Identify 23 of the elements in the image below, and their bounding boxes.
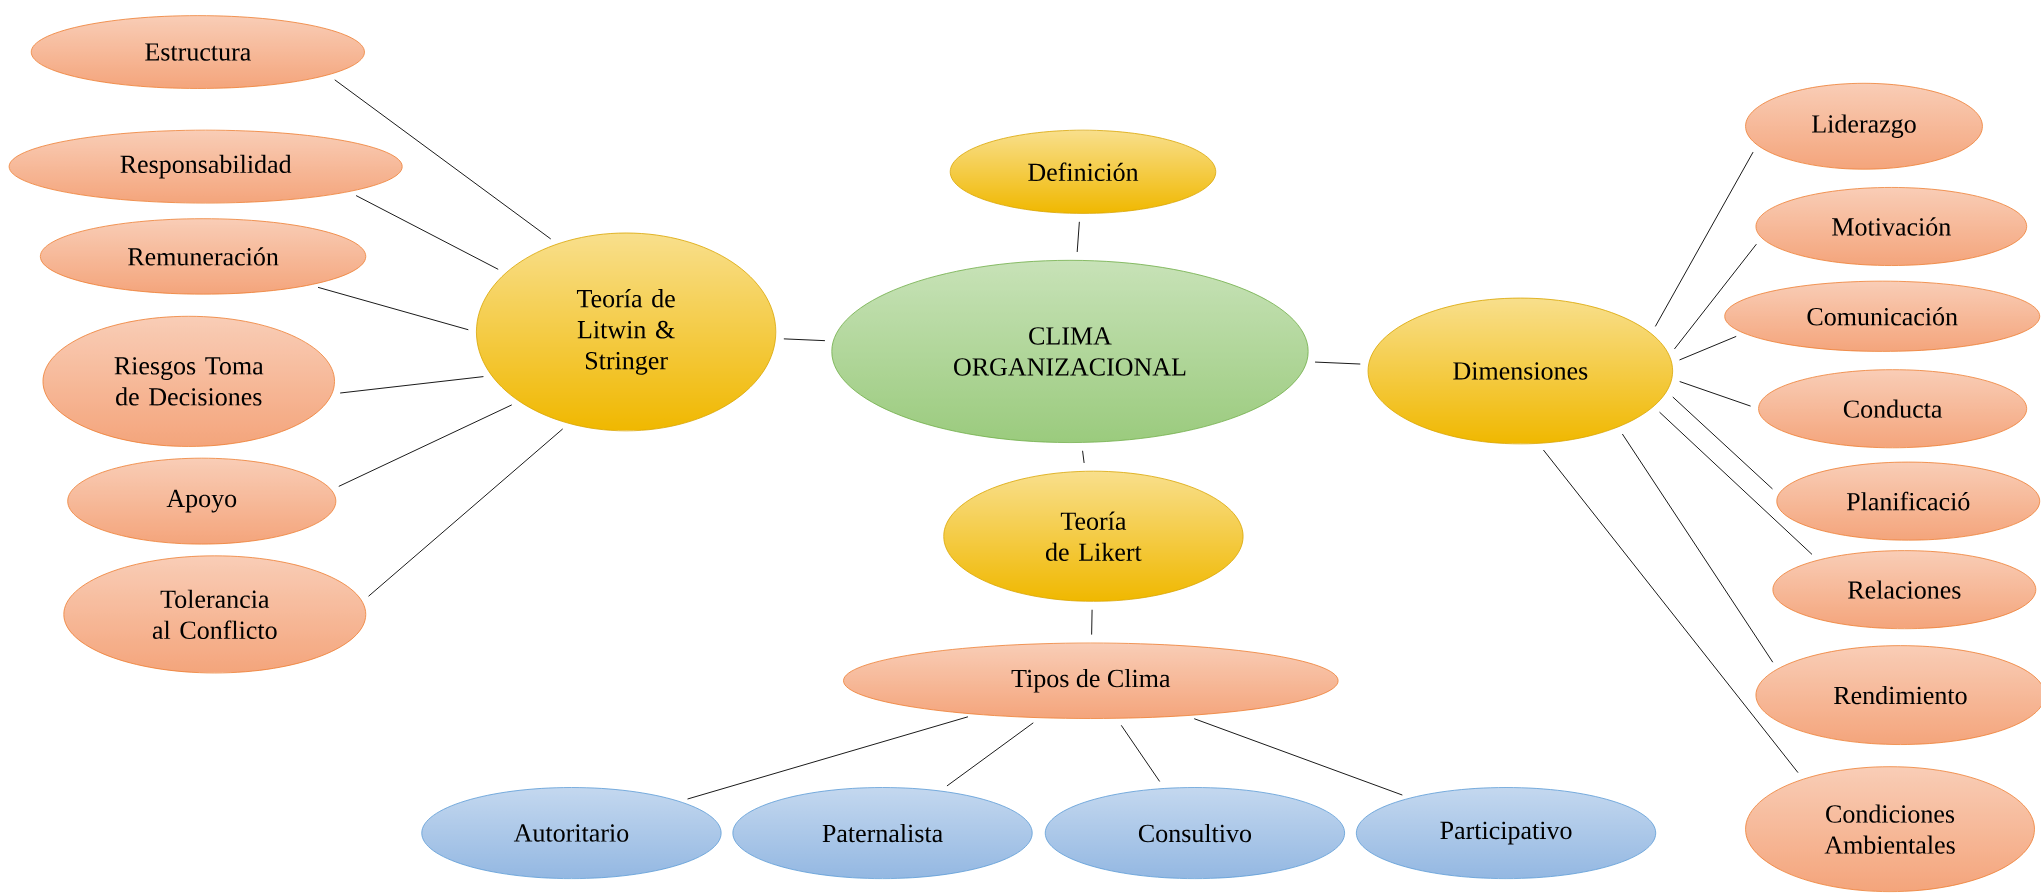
connector-line — [1091, 609, 1093, 636]
connector-line — [1082, 450, 1085, 464]
connector-line — [1076, 221, 1080, 253]
connector-line — [1543, 449, 1799, 774]
connector-line — [783, 338, 826, 342]
connector-line — [1679, 336, 1737, 361]
connector-line — [946, 722, 1034, 787]
connector-line — [1654, 151, 1754, 328]
connector-line — [317, 287, 469, 331]
connector-line — [1193, 718, 1403, 796]
connector-line — [338, 404, 513, 488]
connector-line — [368, 428, 564, 597]
connector-line — [339, 376, 484, 394]
connector-line — [1621, 433, 1774, 663]
connector-line — [355, 195, 499, 270]
connector-line — [1659, 411, 1813, 556]
connector-line — [1679, 381, 1752, 407]
connector-line — [1674, 243, 1757, 350]
connector-line — [1120, 725, 1161, 783]
connector-line — [687, 716, 969, 800]
connector-line — [334, 79, 552, 240]
connector-line — [1314, 361, 1361, 365]
connector-line — [1672, 396, 1773, 490]
